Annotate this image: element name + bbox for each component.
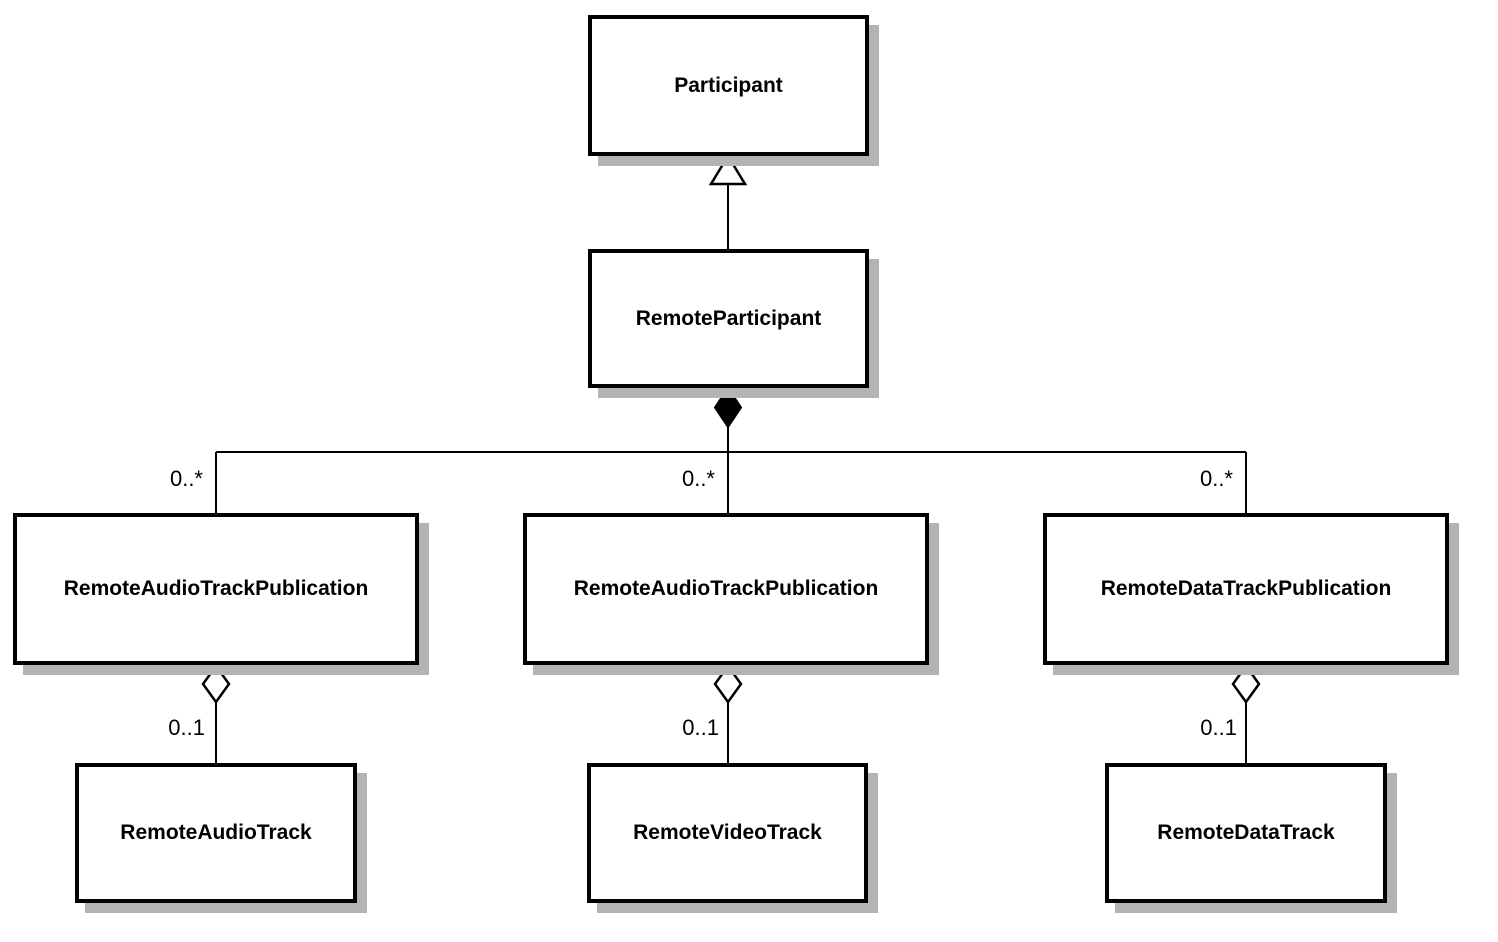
class-box-remote-participant: RemoteParticipant bbox=[588, 249, 869, 388]
multiplicity-label-middle-many: 0..* bbox=[681, 466, 715, 491]
class-box-remote-audio-track-publication-left: RemoteAudioTrackPublication bbox=[13, 513, 419, 665]
class-name-remote-audio-track-publication-left: RemoteAudioTrackPublication bbox=[63, 577, 369, 600]
multiplicity-label-right-many: 0..* bbox=[1199, 466, 1233, 491]
class-box-remote-data-track-publication: RemoteDataTrackPublication bbox=[1043, 513, 1449, 665]
class-name-remote-data-track: RemoteDataTrack bbox=[1157, 821, 1335, 844]
multiplicity-label-middle-one: 0..1 bbox=[682, 715, 719, 740]
class-box-remote-video-track: RemoteVideoTrack bbox=[587, 763, 868, 903]
class-name-remote-audio-track: RemoteAudioTrack bbox=[120, 821, 312, 844]
class-box-remote-audio-track: RemoteAudioTrack bbox=[75, 763, 357, 903]
multiplicity-label-left-many: 0..* bbox=[169, 466, 203, 491]
class-box-remote-data-track: RemoteDataTrack bbox=[1105, 763, 1387, 903]
aggregation-diamond-icon-right bbox=[1231, 663, 1261, 705]
aggregation-diamond-icon-left bbox=[201, 663, 231, 705]
class-name-remote-audio-track-publication-middle: RemoteAudioTrackPublication bbox=[573, 577, 879, 600]
class-box-remote-audio-track-publication-middle: RemoteAudioTrackPublication bbox=[523, 513, 929, 665]
multiplicity-label-right-one: 0..1 bbox=[1200, 715, 1237, 740]
class-name-participant: Participant bbox=[674, 73, 783, 97]
class-name-remote-participant: RemoteParticipant bbox=[635, 306, 822, 330]
generalization-arrowhead-icon bbox=[708, 153, 748, 186]
composition-diamond-icon bbox=[713, 386, 743, 429]
multiplicity-label-left-one: 0..1 bbox=[168, 715, 205, 740]
class-name-remote-video-track: RemoteVideoTrack bbox=[633, 821, 822, 844]
class-name-remote-data-track-publication: RemoteDataTrackPublication bbox=[1100, 577, 1392, 600]
class-box-participant: Participant bbox=[588, 15, 869, 156]
aggregation-diamond-icon-middle bbox=[713, 663, 743, 705]
